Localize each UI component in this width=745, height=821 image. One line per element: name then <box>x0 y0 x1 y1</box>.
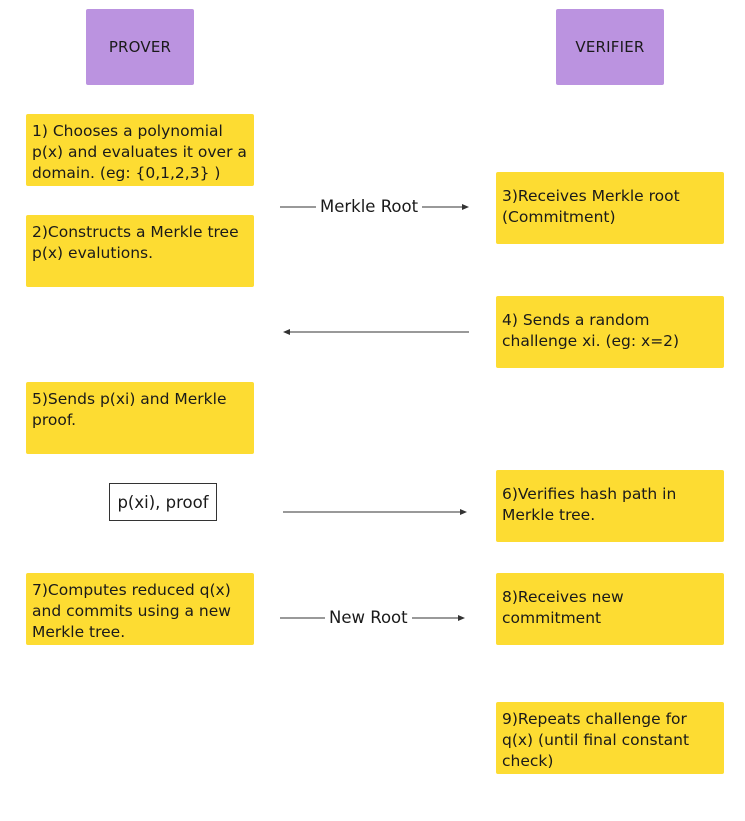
verifier-step-4-text: 4) Sends a random challenge xi. (eg: x=2… <box>502 311 680 350</box>
proof-message-box: p(xi), proof <box>109 483 217 521</box>
verifier-step-6-text: 6)Verifies hash path in Merkle tree. <box>502 485 677 524</box>
prover-step-7: 7)Computes reduced q(x) and commits usin… <box>26 573 254 645</box>
verifier-step-6: 6)Verifies hash path in Merkle tree. <box>496 470 724 542</box>
verifier-header: VERIFIER <box>556 9 664 85</box>
prover-step-2: 2)Constructs a Merkle tree p(x) evalutio… <box>26 215 254 287</box>
prover-step-1-text: 1) Chooses a polynomial p(x) and evaluat… <box>32 122 247 182</box>
verifier-step-3-text: 3)Receives Merkle root (Commitment) <box>502 187 680 226</box>
prover-step-7-text: 7)Computes reduced q(x) and commits usin… <box>32 581 231 641</box>
new-root-label: New Root <box>325 608 412 628</box>
verifier-step-9-text: 9)Repeats challenge for q(x) (until fina… <box>502 710 690 770</box>
verifier-step-4: 4) Sends a random challenge xi. (eg: x=2… <box>496 296 724 368</box>
verifier-step-9: 9)Repeats challenge for q(x) (until fina… <box>496 702 724 774</box>
verifier-step-8-text: 8)Receives new commitment <box>502 588 624 627</box>
prover-step-2-text: 2)Constructs a Merkle tree p(x) evalutio… <box>32 223 239 262</box>
verifier-step-3: 3)Receives Merkle root (Commitment) <box>496 172 724 244</box>
merkle-root-label: Merkle Root <box>316 197 423 217</box>
prover-step-5: 5)Sends p(xi) and Merkle proof. <box>26 382 254 454</box>
verifier-header-label: VERIFIER <box>575 38 645 56</box>
new-root-arrow-head <box>458 615 465 621</box>
challenge-arrow-head <box>283 329 290 335</box>
proof-message-text: p(xi), proof <box>117 492 209 512</box>
merkle-root-arrow-head <box>462 204 469 210</box>
verifier-step-8: 8)Receives new commitment <box>496 573 724 645</box>
prover-header-label: PROVER <box>108 38 172 56</box>
prover-step-1: 1) Chooses a polynomial p(x) and evaluat… <box>26 114 254 186</box>
proof-arrow-head <box>460 509 467 515</box>
prover-header: PROVER <box>86 9 194 85</box>
prover-step-5-text: 5)Sends p(xi) and Merkle proof. <box>32 390 227 429</box>
